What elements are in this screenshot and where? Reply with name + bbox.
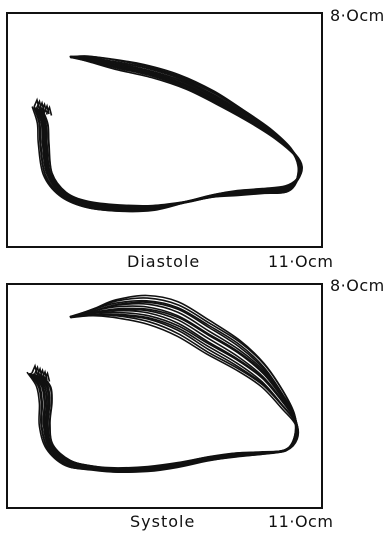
- outline-trace: [41, 302, 297, 468]
- systole-label: Systole: [130, 512, 195, 531]
- outline-trace: [30, 315, 299, 472]
- systole-height-scale: 8·Ocm: [330, 276, 385, 295]
- outline-trace: [34, 312, 298, 471]
- systole-trace-plot: [8, 285, 325, 511]
- diastole-panel: [6, 12, 323, 248]
- outline-trace: [35, 310, 297, 470]
- outline-trace: [31, 315, 298, 472]
- diastole-width-scale: 11·Ocm: [268, 252, 333, 271]
- outline-trace: [37, 308, 297, 469]
- systole-panel: [6, 283, 323, 509]
- systole-width-scale: 11·Ocm: [268, 512, 333, 531]
- outline-trace: [34, 311, 297, 471]
- outline-trace: [27, 316, 297, 472]
- diastole-trace-plot: [8, 14, 325, 250]
- diastole-label: Diastole: [127, 252, 200, 271]
- outline-trace: [31, 314, 297, 471]
- diastole-height-scale: 8·Ocm: [330, 6, 385, 25]
